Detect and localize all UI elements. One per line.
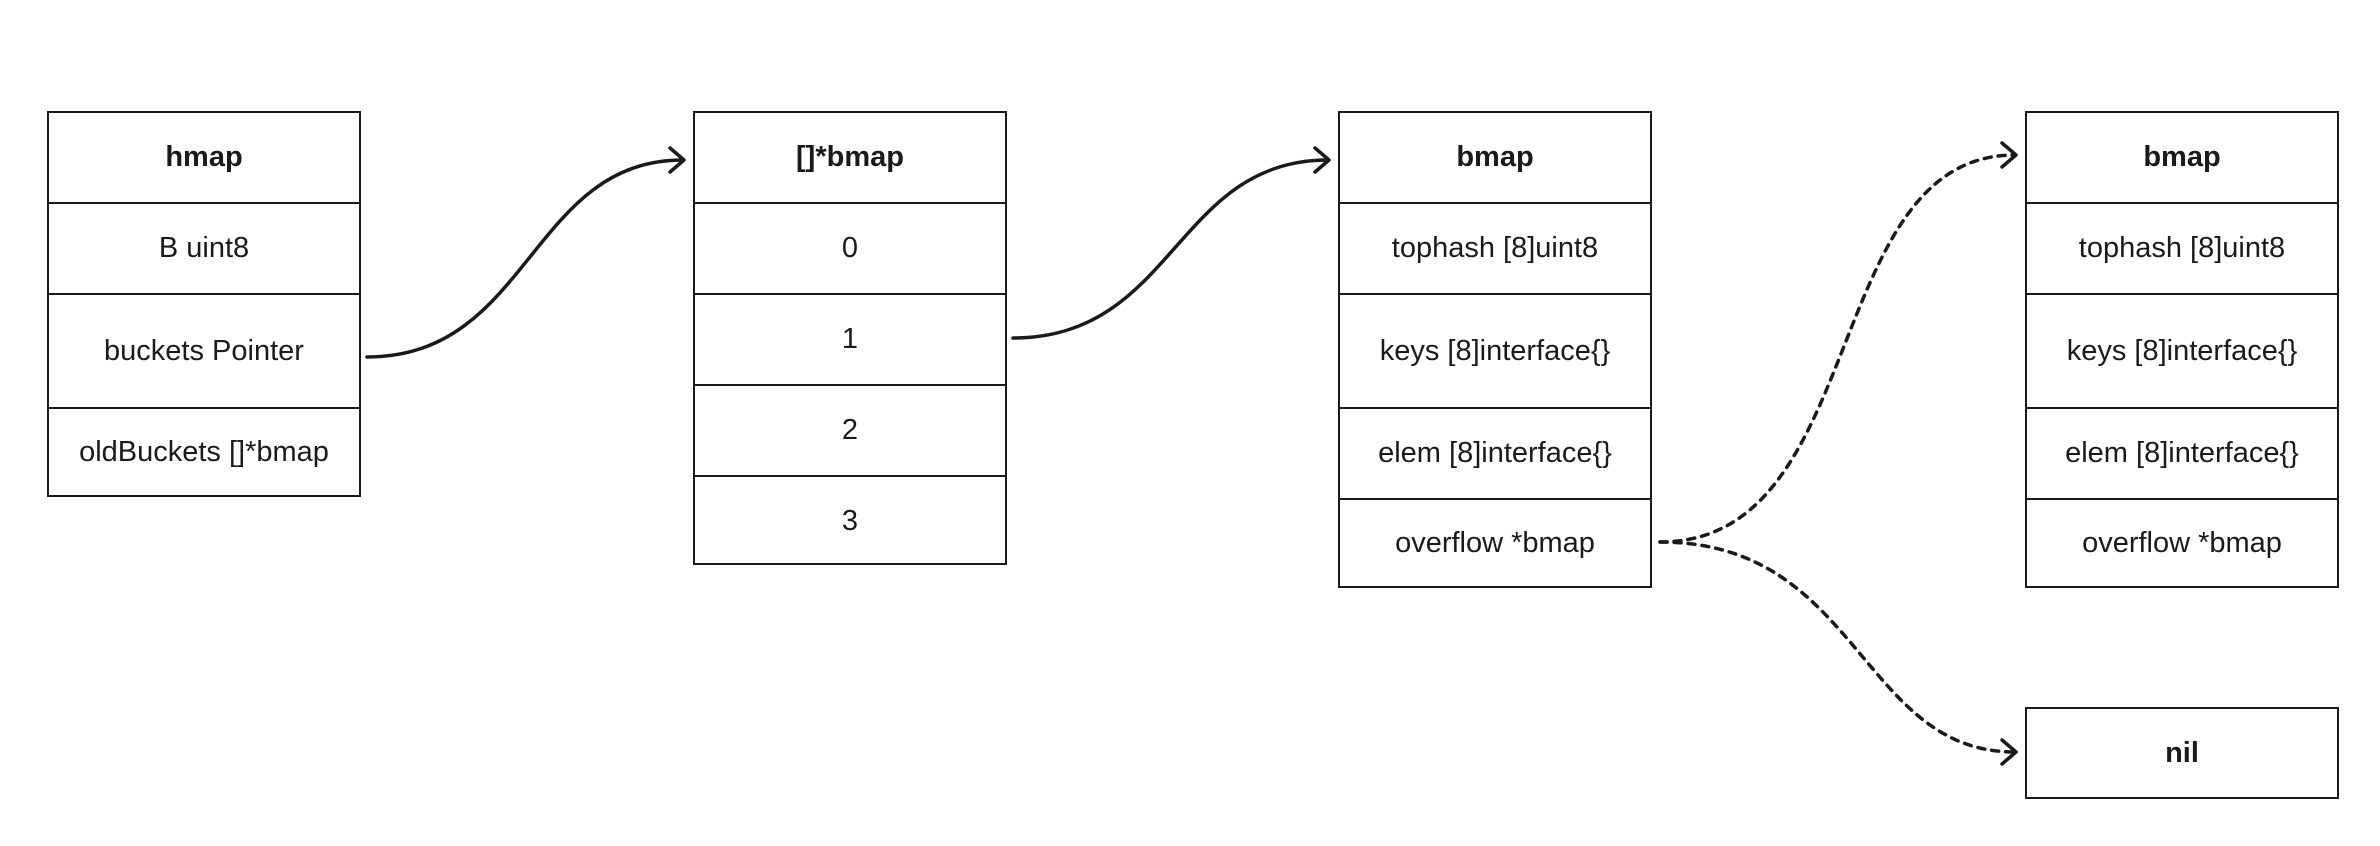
hmap-field-buckets: buckets Pointer [49, 293, 359, 407]
bucket-index-0: 0 [695, 202, 1005, 293]
nil-label: nil [2165, 736, 2199, 769]
buckets-array-title: []*bmap [796, 141, 904, 173]
arrow-buckets-to-array [365, 158, 685, 359]
bucket-index-3: 3 [695, 475, 1005, 566]
arrowhead-buckets-to-array [668, 146, 686, 174]
bmap-overflow-field-keys: keys [8]interface{} [2027, 293, 2337, 407]
bmap-box-primary: bmap tophash [8]uint8 keys [8]interface{… [1338, 111, 1652, 588]
bmap-primary-field-elem: elem [8]interface{} [1340, 407, 1650, 498]
arrow-overflow-to-bmap [1658, 153, 2017, 544]
bmap-primary-title: bmap [1456, 141, 1534, 173]
bmap-primary-field-tophash: tophash [8]uint8 [1340, 202, 1650, 293]
arrowhead-overflow-to-nil [2000, 738, 2018, 766]
arrow-index1-to-bmap [1011, 158, 1330, 340]
bmap-primary-field-overflow: overflow *bmap [1340, 498, 1650, 586]
hmap-title: hmap [165, 141, 243, 173]
bmap-primary-field-keys: keys [8]interface{} [1340, 293, 1650, 407]
bucket-index-2: 2 [695, 384, 1005, 475]
bucket-index-1: 1 [695, 293, 1005, 384]
nil-box: nil [2025, 707, 2339, 799]
bmap-overflow-field-elem: elem [8]interface{} [2027, 407, 2337, 498]
bmap-overflow-title: bmap [2143, 141, 2221, 173]
hmap-field-b: B uint8 [49, 202, 359, 293]
arrow-overflow-to-nil [1658, 540, 2017, 754]
arrowhead-index1-to-bmap [1313, 146, 1331, 174]
hmap-box: hmap B uint8 buckets Pointer oldBuckets … [47, 111, 361, 497]
buckets-array-box: []*bmap 0 1 2 3 [693, 111, 1007, 565]
bmap-overflow-field-overflow: overflow *bmap [2027, 498, 2337, 586]
hmap-field-oldbuckets: oldBuckets []*bmap [49, 407, 359, 495]
bmap-overflow-field-tophash: tophash [8]uint8 [2027, 202, 2337, 293]
bmap-box-overflow: bmap tophash [8]uint8 keys [8]interface{… [2025, 111, 2339, 588]
arrowhead-overflow-to-bmap [2000, 141, 2018, 169]
